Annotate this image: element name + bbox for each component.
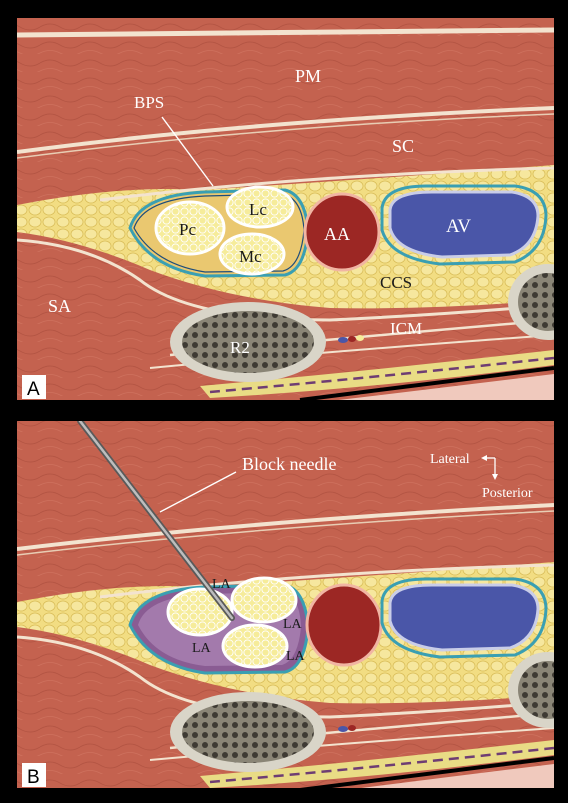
- lateral-cord-b: [232, 578, 296, 622]
- label-la-left: LA: [192, 641, 212, 656]
- panel-b: Block needle Lateral Posterior LA LA LA …: [17, 421, 568, 792]
- label-la-bottom: LA: [286, 649, 306, 664]
- label-ccs: CCS: [380, 273, 412, 292]
- medial-cord-b: [223, 625, 287, 667]
- label-av: AV: [446, 216, 471, 237]
- label-sc: SC: [392, 136, 414, 156]
- axillary-artery-b: [307, 585, 381, 665]
- label-mc: Mc: [239, 247, 262, 266]
- label-lateral: Lateral: [430, 452, 470, 467]
- label-bps: BPS: [134, 93, 164, 112]
- label-aa: AA: [324, 224, 350, 244]
- posterior-cord-b: [168, 589, 232, 635]
- label-r2: R2: [230, 338, 250, 357]
- label-la-right: LA: [283, 617, 303, 632]
- panel-a: PM SC BPS SA Pc Lc Mc AA AV CCS ICM R2 A: [17, 18, 568, 401]
- label-posterior: Posterior: [482, 486, 533, 501]
- label-pc: Pc: [179, 220, 196, 239]
- label-pm: PM: [295, 66, 321, 86]
- label-lc: Lc: [249, 200, 267, 219]
- label-block-needle: Block needle: [242, 454, 336, 474]
- label-la-top: LA: [212, 577, 232, 592]
- label-sa: SA: [48, 296, 71, 316]
- panel-a-letter: A: [27, 379, 40, 400]
- axillary-vein-b: [390, 585, 538, 650]
- label-icm: ICM: [390, 319, 422, 338]
- panel-b-letter: B: [27, 767, 40, 788]
- rib-r2-b: [182, 701, 314, 763]
